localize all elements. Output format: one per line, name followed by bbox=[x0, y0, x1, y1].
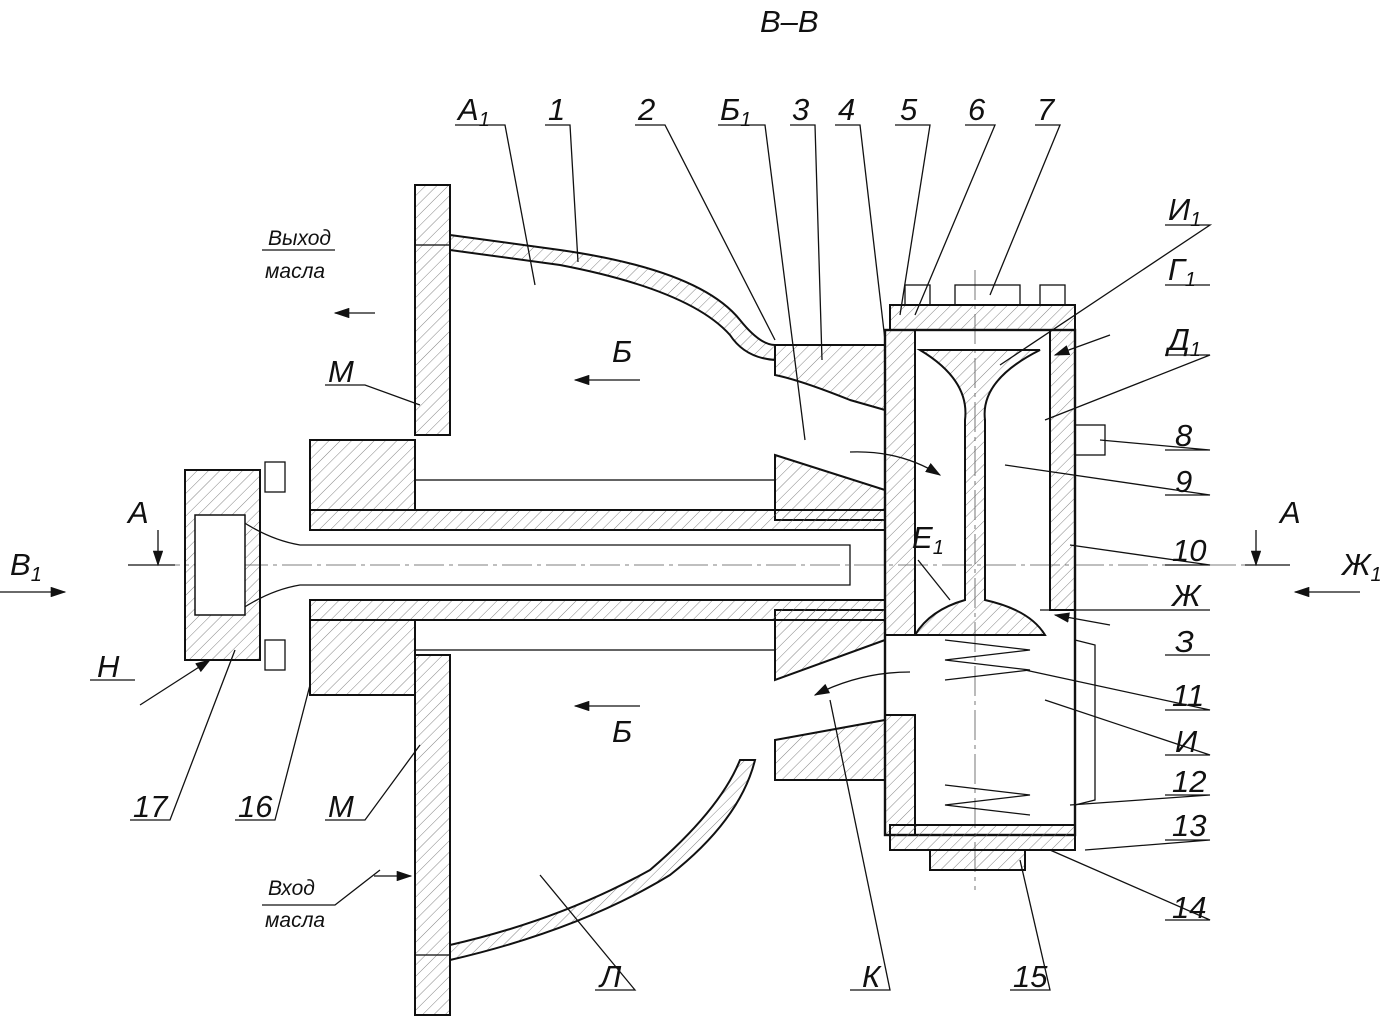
label-2: 2 bbox=[637, 92, 655, 127]
label-3: 3 bbox=[792, 92, 809, 127]
label-Z: З bbox=[1175, 624, 1194, 659]
label-L: Л bbox=[598, 959, 622, 994]
inlet-note-line1: Вход bbox=[268, 877, 315, 900]
outlet-note-line2: масла bbox=[265, 260, 325, 283]
label-Zh1: Ж1 bbox=[1340, 547, 1381, 586]
label-B1: Б1 bbox=[720, 92, 751, 131]
label-M-top: М bbox=[328, 354, 354, 389]
sleeve-upper bbox=[309, 509, 886, 531]
label-6: 6 bbox=[968, 92, 986, 127]
label-7: 7 bbox=[1037, 92, 1056, 127]
label-1: 1 bbox=[548, 92, 565, 127]
label-I: И bbox=[1175, 724, 1198, 759]
label-A-right: А bbox=[1278, 495, 1301, 530]
section-title: В–В bbox=[760, 4, 819, 39]
label-B-bottom: Б bbox=[612, 714, 632, 749]
pump-body bbox=[883, 284, 1106, 871]
label-E1: Е1 bbox=[912, 520, 944, 559]
label-I1: И1 bbox=[1168, 192, 1201, 231]
label-D1: Д1 bbox=[1165, 322, 1201, 361]
outlet-note-line1: Выход bbox=[268, 227, 331, 250]
sleeve-lower bbox=[309, 599, 886, 621]
label-14: 14 bbox=[1172, 890, 1206, 925]
label-5: 5 bbox=[900, 92, 918, 127]
leader-lines bbox=[90, 124, 1290, 991]
housing-lower-shell bbox=[449, 759, 757, 962]
label-16: 16 bbox=[238, 789, 273, 824]
part-labels: А1 1 2 Б1 3 4 5 6 7 И1 Г1 Д1 8 9 10 Ж З … bbox=[10, 92, 1381, 994]
flow-arrows bbox=[0, 307, 1360, 882]
cone-ring-bottom bbox=[774, 718, 886, 781]
label-K: К bbox=[862, 959, 882, 994]
label-N: Н bbox=[97, 649, 120, 684]
label-10: 10 bbox=[1172, 533, 1206, 568]
label-G1: Г1 bbox=[1168, 252, 1196, 291]
label-15: 15 bbox=[1013, 959, 1048, 994]
label-A-left: А bbox=[126, 495, 149, 530]
label-12: 12 bbox=[1172, 764, 1206, 799]
hub-lower bbox=[309, 619, 416, 696]
coupling bbox=[184, 461, 286, 671]
label-9: 9 bbox=[1175, 464, 1192, 499]
housing-flange bbox=[414, 184, 451, 1016]
label-B-top: Б bbox=[612, 334, 632, 369]
label-M-bottom: М bbox=[328, 789, 354, 824]
label-13: 13 bbox=[1172, 808, 1206, 843]
label-11: 11 bbox=[1172, 678, 1204, 713]
label-4: 4 bbox=[838, 92, 855, 127]
label-A1: А1 bbox=[456, 92, 490, 131]
inlet-note-line2: масла bbox=[265, 909, 325, 932]
hub-upper bbox=[309, 439, 416, 511]
label-17: 17 bbox=[133, 789, 169, 824]
label-V1: В1 bbox=[10, 547, 42, 586]
label-8: 8 bbox=[1175, 418, 1193, 453]
cone-ring-upper bbox=[774, 344, 886, 412]
label-Zh: Ж bbox=[1170, 578, 1202, 613]
